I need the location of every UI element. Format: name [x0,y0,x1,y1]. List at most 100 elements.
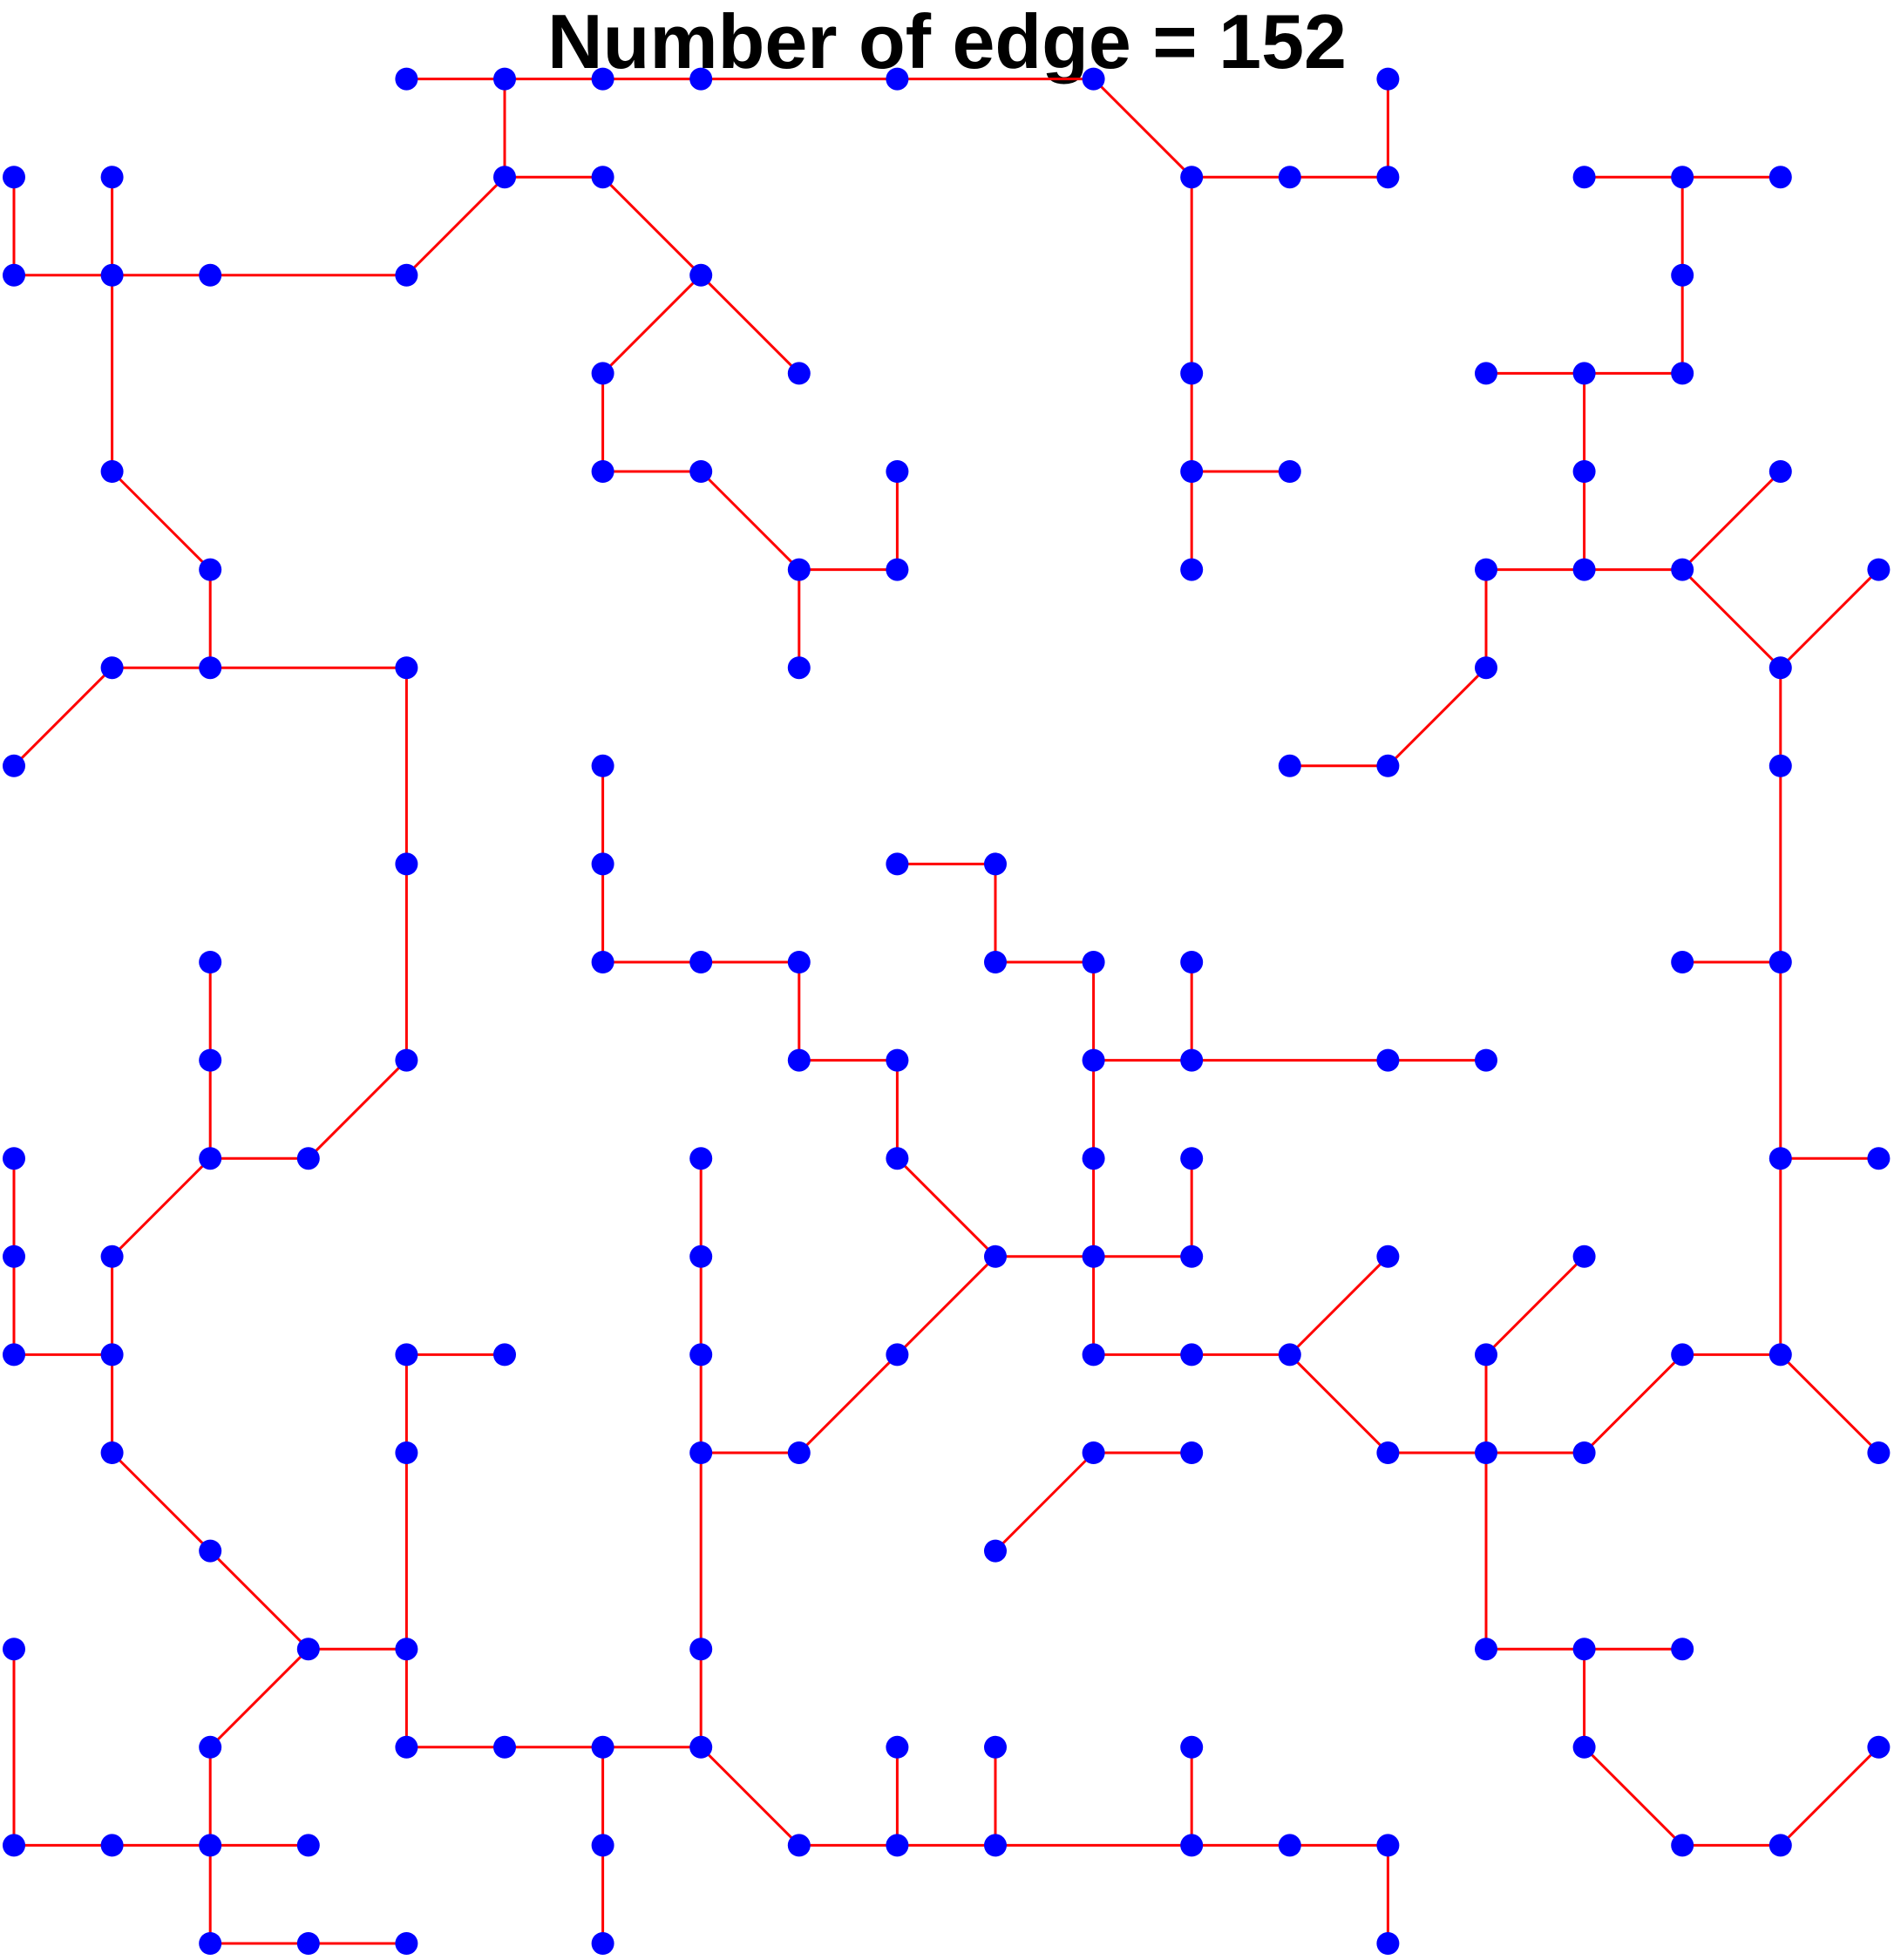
graph-node [689,1638,713,1661]
graph-node [1572,1244,1596,1268]
graph-node [1671,362,1694,385]
graph-node [100,460,124,483]
graph-node [199,951,222,973]
graph-node [3,263,25,287]
graph-node [3,1343,25,1367]
graph-node [689,951,713,973]
graph-node [100,1343,124,1367]
graph-node [395,1048,418,1072]
graph-edge [896,1255,997,1356]
graph-node [493,1343,516,1367]
graph-node [296,1834,320,1857]
graph-node [886,460,909,483]
graph-node [984,1735,1007,1759]
graph-edge [1681,470,1782,571]
graph-node [787,362,811,385]
graph-node [199,1048,222,1072]
graph-node [984,1244,1007,1268]
graph-node [591,754,614,777]
graph-node [296,1638,320,1661]
graph-edge [1779,568,1880,669]
graph-node [886,1147,909,1170]
edges-layer [12,78,1880,1945]
graph-node [1867,1735,1891,1759]
graph-node [1376,1834,1400,1857]
graph-node [1768,1834,1792,1857]
graph-node [100,1834,124,1857]
graph-node [395,1441,418,1464]
graph-edge [1583,1746,1684,1847]
graph-node [199,656,222,680]
graph-node [591,362,614,385]
graph-node [689,263,713,287]
graph-node [1376,1048,1400,1072]
graph-node [886,1048,909,1072]
graph-node [886,67,909,91]
graph-edge [111,1157,212,1258]
graph-node [1180,558,1204,581]
graph-node [395,263,418,287]
graph-node [787,656,811,680]
graph-node [199,1147,222,1170]
graph-node [1180,1244,1204,1268]
graph-node [1278,166,1301,189]
graph-node [1278,1343,1301,1367]
graph-node [1475,656,1497,680]
graph-node [591,1834,614,1857]
graph-node [1475,1048,1497,1072]
graph-edge [1484,1255,1585,1356]
graph-edge [896,1157,997,1258]
graph-edge [405,176,506,276]
graph-node [1671,166,1694,189]
graph-node [296,1147,320,1170]
graph-edge [111,470,212,571]
graph-node [591,460,614,483]
graph-node [886,1834,909,1857]
graph-node [1180,1343,1204,1367]
graph-edge [1288,1353,1389,1455]
graph-node [1768,754,1792,777]
graph-node [689,67,713,91]
graph-node [984,852,1007,876]
graph-node [984,1539,1007,1563]
graph-node [1475,558,1497,581]
graph-node [689,1735,713,1759]
graph-node [1572,1441,1596,1464]
graph-node [591,852,614,876]
graph-node [199,1539,222,1563]
graph-node [1180,1441,1204,1464]
graph-node [100,656,124,680]
graph-edge [1779,1353,1880,1455]
graph-node [1278,754,1301,777]
graph-node [1768,460,1792,483]
graph-node [591,67,614,91]
graph-node [1376,1932,1400,1955]
graph-edge [1583,1353,1684,1455]
graph-node [199,1834,222,1857]
graph-node [3,1638,25,1661]
graph-edge [798,1353,899,1455]
graph-node [1572,1735,1596,1759]
graph-node [3,754,25,777]
graph-node [100,1441,124,1464]
graph-node [886,558,909,581]
graph-edge [1779,1746,1880,1847]
graph-node [1671,558,1694,581]
graph-node [689,1147,713,1170]
graph-node [1671,263,1694,287]
graph-node [1082,1343,1105,1367]
graph-title: Number of edge = 152 [547,0,1347,85]
graph-node [395,1343,418,1367]
graph-node [1376,754,1400,777]
graph-node [787,1048,811,1072]
graph-node [1867,1441,1891,1464]
graph-node [395,656,418,680]
graph-edge [1092,78,1193,179]
graph-edge [700,1746,800,1847]
graph-node [1572,558,1596,581]
graph-node [1180,951,1204,973]
graph-node [1671,951,1694,973]
graph-node [1082,1147,1105,1170]
graph-node [1180,1048,1204,1072]
graph-node [1768,166,1792,189]
